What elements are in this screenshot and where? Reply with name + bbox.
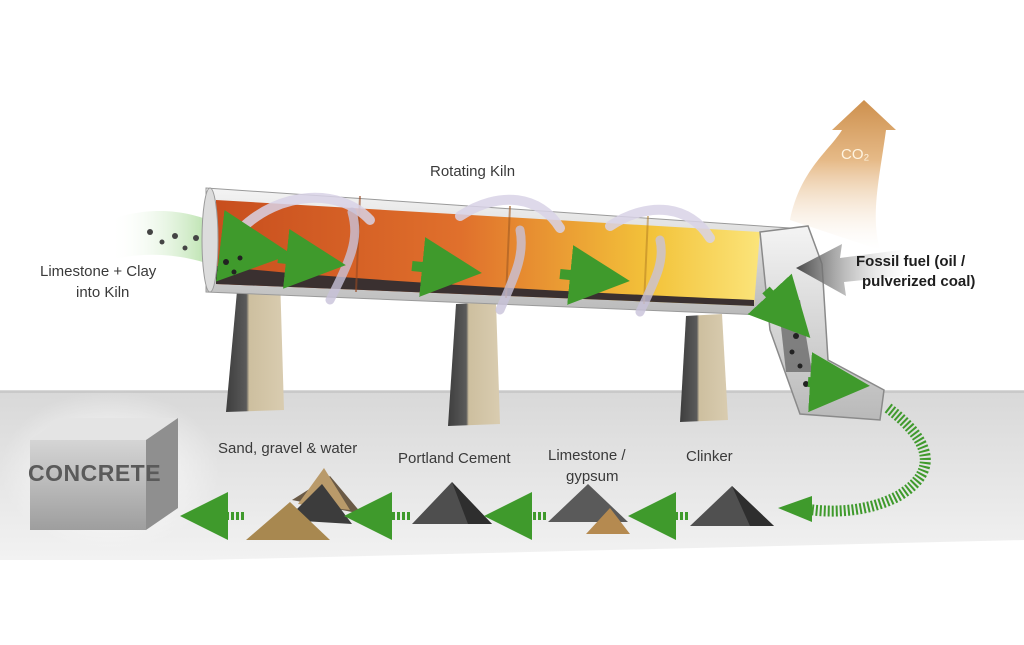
input-label-line1: Limestone + Clay (40, 263, 157, 280)
clinker-return-flow (778, 403, 931, 522)
limestone-gypsum-pile (548, 484, 630, 534)
fossil-fuel-arrow (796, 244, 904, 296)
co2-label: CO₂ (841, 146, 870, 163)
kiln-piers (226, 276, 728, 426)
clinker-label: Clinker (686, 448, 733, 465)
input-label-line2: into Kiln (76, 284, 130, 301)
clinker-pile (690, 486, 774, 526)
rotating-kiln (201, 187, 791, 317)
discharge-hood (747, 225, 885, 421)
kiln-label: Rotating Kiln (430, 163, 516, 180)
concrete-label: CONCRETE (28, 460, 162, 486)
concrete-cube (0, 390, 220, 550)
fuel-label-line1: Fossil fuel (oil / (856, 253, 966, 270)
sand-label: Sand, gravel & water (218, 440, 358, 457)
portland-cement-pile (412, 482, 492, 524)
gypsum-label-line2: gypsum (566, 468, 619, 485)
fuel-label-line2: pulverized coal) (862, 273, 976, 290)
input-material-swoosh (110, 210, 225, 270)
co2-plume-arrow (790, 100, 896, 250)
portland-label: Portland Cement (398, 450, 511, 467)
gypsum-label-line1: Limestone / (548, 447, 626, 464)
